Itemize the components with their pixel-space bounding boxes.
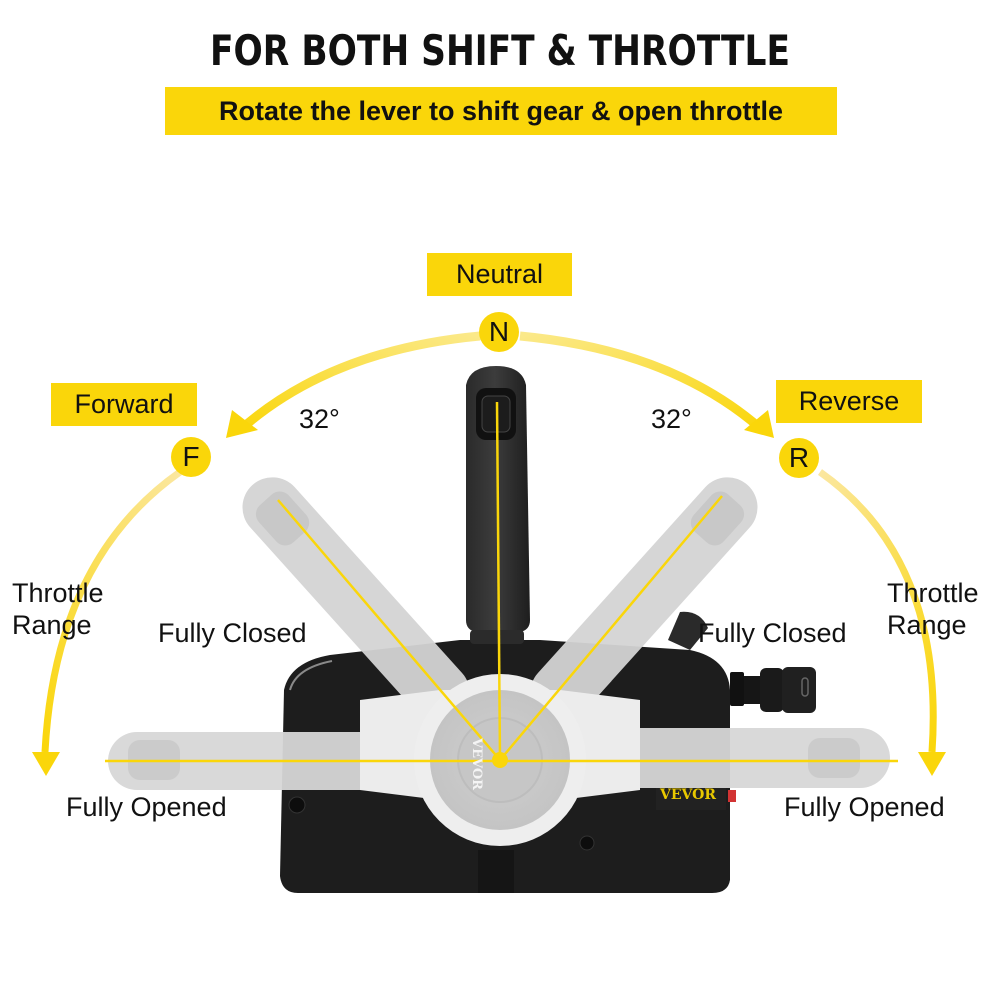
- throttle-arc-left: [41, 469, 183, 753]
- reverse-label: Reverse: [776, 380, 922, 423]
- fully-closed-right: Fully Closed: [698, 618, 847, 648]
- neutral-marker: N: [479, 312, 519, 352]
- brand-badge: VEVOR: [660, 787, 716, 803]
- reverse-marker: R: [779, 438, 819, 478]
- arrow-left-down-icon: [32, 752, 60, 776]
- arrow-right-down-icon: [918, 752, 946, 776]
- page-title: FOR BOTH SHIFT & THROTTLE: [210, 26, 790, 75]
- throttle-range-right-line2: Range: [887, 610, 967, 641]
- throttle-arc-right: [817, 469, 937, 753]
- pivot-point: [492, 752, 508, 768]
- throttle-range-left-line1: Throttle: [12, 578, 104, 608]
- subtitle-banner: Rotate the lever to shift gear & open th…: [165, 87, 837, 135]
- throttle-range-left: Throttle Range: [12, 577, 104, 642]
- fully-opened-right: Fully Opened: [784, 792, 945, 822]
- arrow-forward-icon: [226, 410, 258, 438]
- forward-label-text: Forward: [74, 389, 174, 419]
- neutral-label-text: Neutral: [455, 259, 544, 289]
- throttle-range-right: Throttle Range: [887, 577, 979, 642]
- neutral-label: Neutral: [427, 253, 572, 296]
- hub-logo: VEVOR: [469, 738, 484, 790]
- shift-arc-reverse: [519, 331, 763, 432]
- key-switch: [730, 667, 816, 713]
- subtitle-text: Rotate the lever to shift gear & open th…: [218, 95, 784, 126]
- neutral-letter: N: [488, 316, 510, 347]
- forward-letter: F: [182, 441, 200, 472]
- reverse-letter: R: [788, 442, 810, 473]
- shift-arc-forward: [237, 331, 481, 434]
- throttle-range-left-line2: Range: [12, 610, 92, 641]
- fully-closed-left: Fully Closed: [158, 618, 307, 648]
- fully-opened-left: Fully Opened: [66, 792, 227, 822]
- reverse-label-text: Reverse: [798, 386, 900, 416]
- forward-label: Forward: [51, 383, 197, 426]
- forward-marker: F: [171, 437, 211, 477]
- arrow-reverse-icon: [744, 410, 774, 438]
- angle-reverse: 32°: [651, 404, 692, 434]
- throttle-range-right-line1: Throttle: [887, 578, 979, 608]
- angle-forward: 32°: [299, 404, 340, 434]
